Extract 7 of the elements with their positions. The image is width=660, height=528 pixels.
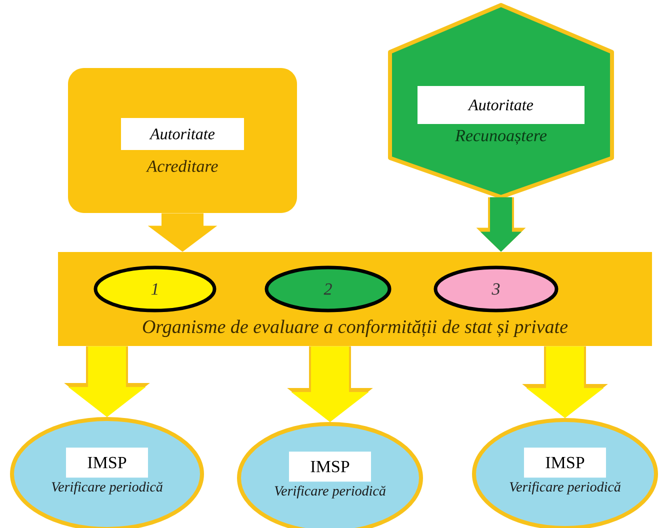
- label-box: IMSP: [524, 448, 606, 478]
- label-box: IMSP: [289, 452, 371, 482]
- label-box: IMSP: [66, 448, 148, 478]
- hexagon: Autoritate Recunoaștere: [388, 3, 614, 199]
- label-box: Autoritate: [418, 86, 584, 124]
- label-box: Autoritate: [121, 118, 244, 150]
- rounded-box: Autoritate Acreditare: [68, 68, 297, 213]
